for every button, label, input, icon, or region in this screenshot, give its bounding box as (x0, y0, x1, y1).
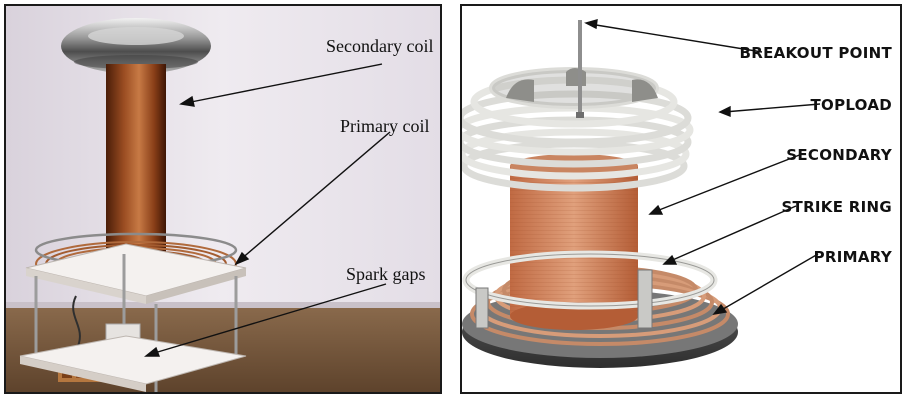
upper-platform (25, 243, 247, 304)
toroid-topload (61, 18, 211, 74)
breakout-point-rod (576, 20, 584, 118)
label-primary: PRIMARY (814, 248, 893, 266)
callout-arrows (144, 63, 391, 357)
label-spark-gaps: Spark gaps (346, 264, 426, 284)
label-primary-coil: Primary coil (340, 116, 429, 136)
label-topload: TOPLOAD (810, 96, 892, 114)
tesla-coil-photo-panel: Secondary coil Primary coil Spark gaps (4, 4, 442, 394)
callout-arrows (584, 19, 821, 315)
label-strike-ring: STRIKE RING (781, 198, 892, 216)
strike-ring (462, 250, 718, 329)
label-breakout-point: BREAKOUT POINT (740, 44, 893, 62)
label-secondary-coil: Secondary coil (326, 36, 433, 56)
label-secondary: SECONDARY (786, 146, 893, 164)
tesla-coil-render: BREAKOUT POINT TOPLOAD SECONDARY STRIKE … (462, 19, 893, 368)
tesla-coil-render-panel: BREAKOUT POINT TOPLOAD SECONDARY STRIKE … (460, 4, 902, 394)
tesla-coil-photo: Secondary coil Primary coil Spark gaps (6, 6, 440, 392)
lower-platform (19, 335, 247, 392)
secondary-coil-cylinder (106, 64, 166, 277)
